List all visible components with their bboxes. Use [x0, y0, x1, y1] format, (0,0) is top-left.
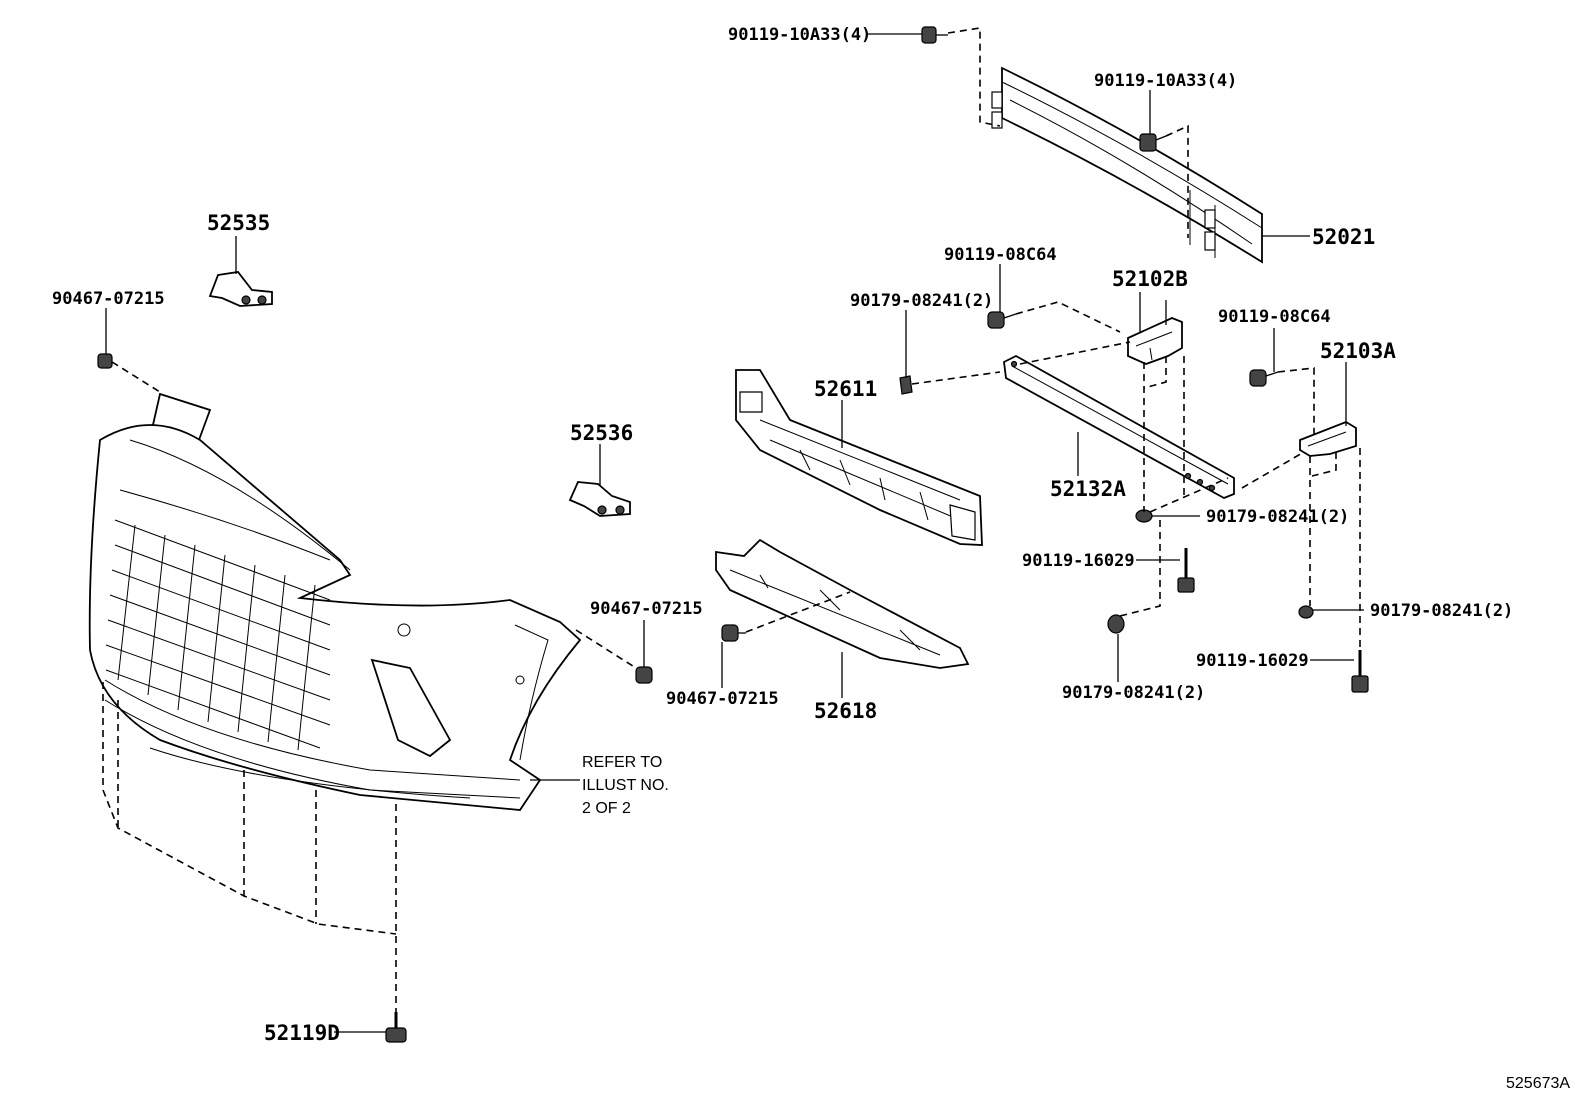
bracket-52102B: [1127, 300, 1183, 365]
bolt-icon: [921, 26, 948, 44]
bolt-icon: [1139, 133, 1167, 152]
retainer-52132A: [1003, 354, 1235, 499]
clip-icon: [97, 353, 113, 369]
bumper-reinforcement-52021: [991, 66, 1263, 264]
label-52611: 52611: [814, 377, 877, 401]
label-90119-16029-a: 90119-16029: [1022, 551, 1135, 571]
label-52535: 52535: [207, 211, 270, 235]
label-90179-08241-a: 90179-08241(2): [850, 291, 993, 311]
energy-absorber-52611: [735, 369, 983, 546]
bolt-icon: [1177, 548, 1195, 593]
label-90119-10A33-top: 90119-10A33(4): [728, 25, 871, 45]
label-52536: 52536: [570, 421, 633, 445]
clip-icon: [721, 624, 746, 642]
label-90467-07215-mid: 90467-07215: [590, 599, 703, 619]
nut-icon: [899, 375, 913, 395]
refer-note-line2: ILLUST NO.: [582, 777, 669, 794]
refer-note-line1: REFER TO: [582, 754, 662, 771]
bolt-icon: [1249, 369, 1279, 387]
nut-icon: [1298, 605, 1314, 619]
label-90119-16029-b: 90119-16029: [1196, 651, 1309, 671]
label-90119-08C64-a: 90119-08C64: [944, 245, 1057, 265]
label-52119D: 52119D: [264, 1021, 340, 1045]
assembly-lines: [102, 27, 1361, 1012]
label-90119-10A33-right: 90119-10A33(4): [1094, 71, 1237, 91]
bracket-52536: [568, 481, 631, 517]
nut-icon: [1107, 614, 1125, 634]
label-90119-08C64-b: 90119-08C64: [1218, 307, 1331, 327]
clip-icon: [635, 666, 653, 684]
label-90179-08241-d: 90179-08241(2): [1062, 683, 1205, 703]
label-52021: 52021: [1312, 225, 1375, 249]
refer-note-line3: 2 OF 2: [582, 800, 631, 817]
label-90467-07215-left: 90467-07215: [52, 289, 165, 309]
label-52132A: 52132A: [1050, 477, 1126, 501]
bolt-icon: [987, 311, 1017, 329]
leader-lines: [105, 33, 1364, 1033]
grille-mesh: [105, 519, 331, 751]
bracket-52103A: [1299, 372, 1357, 457]
label-52618: 52618: [814, 699, 877, 723]
label-90179-08241-b: 90179-08241(2): [1206, 507, 1349, 527]
bracket-52535: [208, 271, 273, 307]
bolt-icon: [1351, 650, 1369, 693]
label-90179-08241-c: 90179-08241(2): [1370, 601, 1513, 621]
lower-cover-52618: [715, 538, 970, 669]
label-90467-07215-low: 90467-07215: [666, 689, 779, 709]
screw-icon: [385, 1012, 407, 1043]
label-52102B: 52102B: [1112, 267, 1188, 291]
label-52103A: 52103A: [1320, 339, 1396, 363]
illustration-code: 525673A: [1506, 1075, 1570, 1092]
bumper-cover: [88, 392, 582, 811]
